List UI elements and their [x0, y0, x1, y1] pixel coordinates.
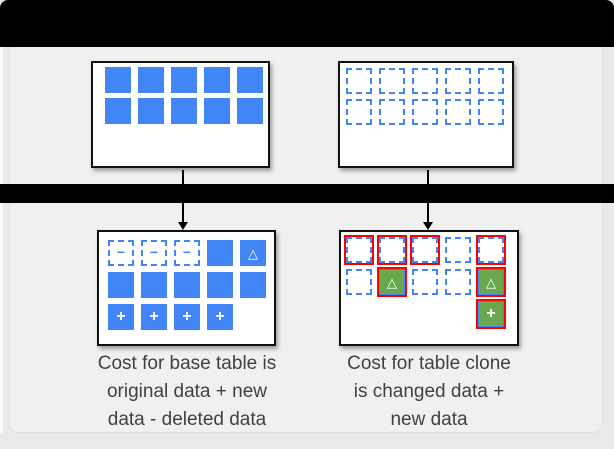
- table-cell-dashed-minus: −: [108, 240, 134, 266]
- table-cell-red-green-triangle: △: [379, 269, 405, 295]
- table-cell-dashed: [478, 68, 504, 94]
- table-cell-solid: [138, 98, 164, 124]
- table-cell-dashed: [412, 269, 438, 295]
- table-cell-solid-plus: +: [174, 304, 200, 330]
- plus-icon: +: [215, 307, 225, 325]
- table-cell-solid-plus: +: [207, 304, 233, 330]
- table-cell-dashed: [445, 68, 471, 94]
- table-cell-red-dashed: [412, 237, 438, 263]
- table-cell-red-dashed: [478, 237, 504, 263]
- triangle-icon: △: [387, 274, 397, 290]
- page-left-gutter: [0, 47, 3, 433]
- table-cell-solid: [105, 67, 131, 93]
- table-cell-solid: [105, 98, 131, 124]
- table-cell-solid-plus: +: [108, 304, 134, 330]
- table-cell-dashed: [412, 99, 438, 125]
- table-cell-dashed: [346, 99, 372, 125]
- plus-icon: +: [486, 304, 496, 322]
- table-cell-dashed: [346, 68, 372, 94]
- table-cell-solid-plus: +: [141, 304, 167, 330]
- down-arrow-left: [182, 170, 184, 222]
- triangle-icon: △: [248, 245, 258, 261]
- down-arrowhead-left-icon: [178, 222, 188, 230]
- table-cell-solid: [171, 98, 197, 124]
- table-cell-dashed: [346, 269, 372, 295]
- down-arrowhead-right-icon: [423, 222, 433, 230]
- plus-icon: +: [116, 307, 126, 325]
- top-black-bar: [0, 0, 614, 47]
- table-cell-solid: [204, 98, 230, 124]
- table-cell-red-green-plus: +: [478, 301, 504, 327]
- table-cell-dashed: [445, 269, 471, 295]
- table-cell-solid: [108, 272, 134, 298]
- plus-icon: +: [182, 307, 192, 325]
- table-cell-dashed: [478, 99, 504, 125]
- table-cell-red-green-triangle: △: [478, 269, 504, 295]
- base-table-original-grid: [105, 67, 263, 124]
- table-cell-dashed-minus: −: [174, 240, 200, 266]
- down-arrow-right: [427, 170, 429, 222]
- table-cell-solid: [207, 272, 233, 298]
- minus-icon: −: [149, 244, 159, 260]
- base-table-modified-grid: − − − △ + + + +: [108, 240, 266, 330]
- middle-black-band: [0, 184, 614, 203]
- table-cell-solid: [237, 98, 263, 124]
- table-cell-dashed: [445, 237, 471, 263]
- clone-table-modified-grid: △ △ +: [346, 237, 504, 327]
- table-cell-dashed: [379, 99, 405, 125]
- minus-icon: −: [182, 244, 192, 260]
- table-cell-solid: [171, 67, 197, 93]
- clone-table-cost-caption: Cost for table clone is changed data + n…: [347, 353, 511, 430]
- clone-table-original-box: [338, 61, 514, 168]
- table-cell-dashed: [445, 99, 471, 125]
- clone-table-modified-box: △ △ +: [339, 230, 519, 346]
- table-cell-solid: [204, 67, 230, 93]
- base-table-modified-box: − − − △ + + + +: [97, 230, 276, 346]
- minus-icon: −: [116, 244, 126, 260]
- table-cell-solid: [237, 67, 263, 93]
- base-table-original-box: [91, 61, 270, 168]
- table-cell-dashed: [379, 68, 405, 94]
- table-cell-solid: [240, 272, 266, 298]
- table-cell-red-dashed: [346, 237, 372, 263]
- triangle-icon: △: [486, 274, 496, 290]
- table-cell-solid: [141, 272, 167, 298]
- table-cell-solid: [174, 272, 200, 298]
- table-cell-red-dashed: [379, 237, 405, 263]
- clone-table-original-grid: [346, 68, 504, 125]
- table-cell-dashed: [412, 68, 438, 94]
- table-cell-solid: [207, 240, 233, 266]
- table-cell-solid: [138, 67, 164, 93]
- plus-icon: +: [149, 307, 159, 325]
- table-cell-solid-triangle: △: [240, 240, 266, 266]
- base-table-cost-caption: Cost for base table is original data + n…: [97, 353, 277, 430]
- table-cell-dashed-minus: −: [141, 240, 167, 266]
